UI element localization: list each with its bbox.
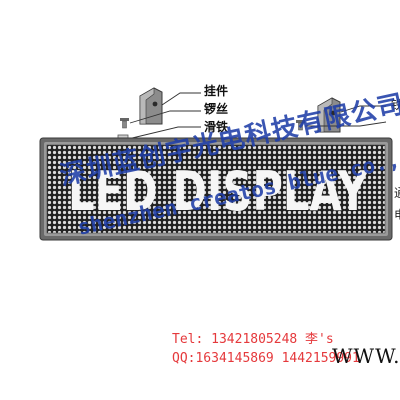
left-screw <box>120 118 129 129</box>
led-panel <box>39 137 393 241</box>
edge-label-low: 电 <box>394 208 400 222</box>
callout-hook-label: 挂件 <box>204 84 229 98</box>
callout-leaders <box>127 92 387 140</box>
contact-tel: Tel: 13421805248 李's <box>172 332 334 347</box>
callout-rail-label: 滑铁 <box>204 120 229 134</box>
right-hanging-bracket <box>317 97 341 133</box>
callout-screw-label: 锣丝 <box>204 102 229 116</box>
contact-qq: QQ:1634145869 1442159991 <box>172 351 360 366</box>
website-url: WWW.1 <box>332 344 400 368</box>
right-screw <box>296 120 305 131</box>
edge-label-top: 铁 <box>391 98 400 112</box>
led-lit-characters <box>47 145 385 233</box>
edge-label-mid: 通 <box>394 186 400 200</box>
